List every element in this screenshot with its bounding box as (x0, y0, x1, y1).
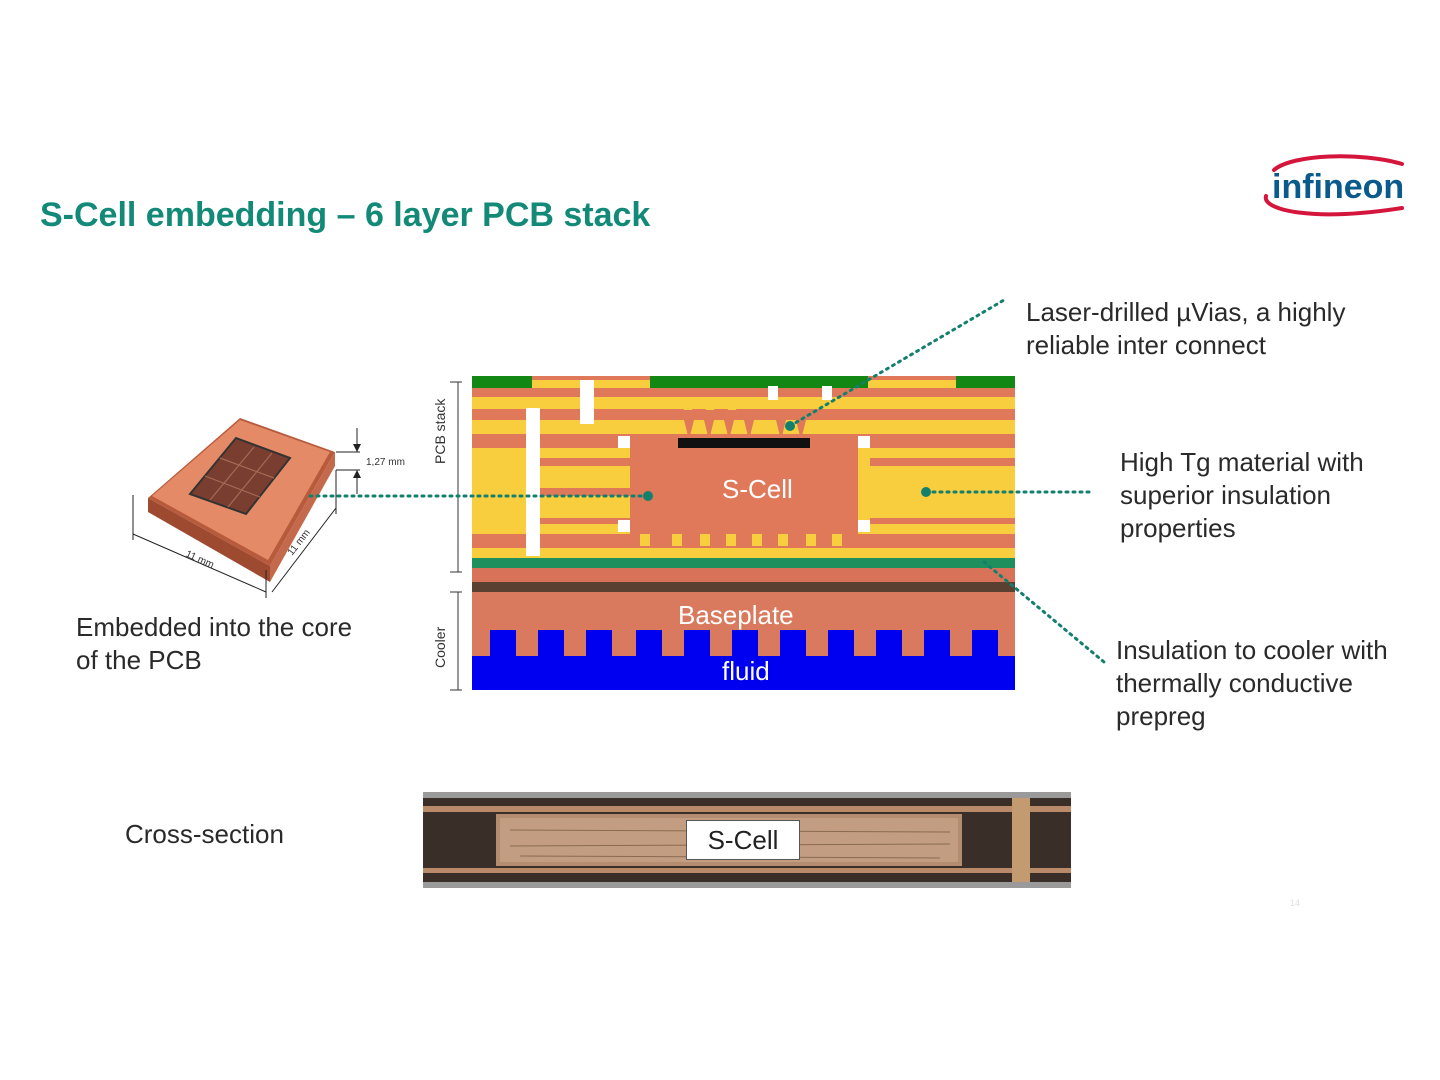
prepreg-layer (472, 420, 1015, 434)
annotation-line: reliable inter connect (1026, 330, 1266, 360)
annotation-insulation: Insulation to cooler with thermally cond… (1116, 634, 1388, 733)
infineon-logo: infineon (1263, 154, 1404, 217)
microvia-row-top (684, 420, 806, 436)
leader-insulation (982, 560, 1106, 664)
dim-width: 11 mm (184, 549, 216, 571)
cooler-fins (490, 630, 998, 658)
page-number: 14 (1290, 898, 1301, 908)
scell-module-illustration: 1,27 mm 11 mm 11 mm (132, 418, 405, 598)
pcb-stack: S-Cell Baseplate fluid (472, 376, 1015, 690)
stack-brackets: PCB stack Cooler (432, 381, 462, 691)
scell-body (630, 436, 858, 534)
pcb-stack-label: PCB stack (432, 398, 448, 464)
leader-dots (643, 421, 931, 501)
module-caption-line: of the PCB (76, 645, 202, 675)
logo-wordmark: infineon (1272, 168, 1404, 206)
module-caption-line: Embedded into the core (76, 612, 353, 642)
annotation-microvias: Laser-drilled µVias, a highly reliable i… (1026, 296, 1345, 362)
cross-section-caption: Cross-section (125, 819, 284, 849)
annotation-line: prepreg (1116, 701, 1206, 731)
annotation-line: Insulation to cooler with (1116, 635, 1388, 665)
via (580, 380, 594, 424)
annotation-line: properties (1120, 513, 1236, 543)
soldermask-segment (472, 376, 532, 388)
cooler-label: Cooler (432, 626, 448, 668)
module-caption: Embedded into the core of the PCB (76, 611, 352, 677)
baseplate-label: Baseplate (678, 600, 794, 630)
annotation-line: Laser-drilled µVias, a highly (1026, 297, 1346, 327)
leader-microvias (788, 298, 1006, 428)
annotation-line: superior insulation (1120, 480, 1332, 510)
fluid-channel (472, 656, 1015, 690)
cross-section-scell-label: S-Cell (686, 820, 800, 860)
insulation-prepreg (472, 558, 1015, 568)
prepreg-layer (472, 548, 1015, 558)
fluid-label: fluid (722, 656, 770, 686)
scell-label: S-Cell (722, 474, 793, 504)
microvia-row-bottom (640, 534, 842, 546)
scell-die (678, 438, 810, 448)
soldermask-segment (650, 376, 868, 388)
annotation-high-tg: High Tg material with superior insulatio… (1120, 446, 1364, 545)
through-via (526, 408, 540, 556)
prepreg-layer (472, 397, 1015, 409)
slide-title: S-Cell embedding – 6 layer PCB stack (40, 196, 651, 234)
dim-thickness: 1,27 mm (366, 457, 405, 468)
annotation-line: High Tg material with (1120, 447, 1364, 477)
annotation-line: thermally conductive (1116, 668, 1353, 698)
leader-lines (308, 298, 1106, 664)
soldermask-segment (956, 376, 1015, 388)
